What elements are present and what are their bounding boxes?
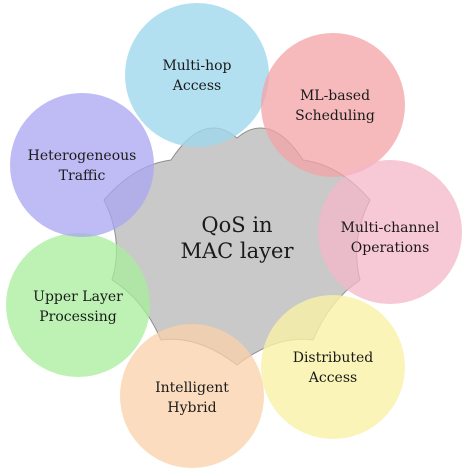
- label-heterogeneous-line1: Heterogeneous: [28, 148, 137, 164]
- label-multi-channel-line2: Operations: [351, 240, 430, 256]
- label-ml-scheduling-line2: Scheduling: [295, 108, 375, 124]
- label-heterogeneous-line2: Traffic: [59, 168, 106, 184]
- satellite-circle-heterogeneous: [10, 93, 154, 237]
- label-intelligent-hybrid-line1: Intelligent: [155, 380, 229, 396]
- label-ml-scheduling-line1: ML-based: [300, 88, 370, 104]
- satellite-circle-upper-layer: [6, 233, 150, 377]
- satellite-circle-distributed: [261, 295, 405, 439]
- label-distributed-line2: Access: [308, 370, 357, 386]
- center-title-line1: QoS in: [201, 213, 272, 237]
- center-title-line2: MAC layer: [181, 239, 295, 263]
- satellite-circle-intelligent-hybrid: [120, 324, 264, 468]
- satellite-circle-multi-hop: [125, 3, 269, 147]
- label-multi-channel-line1: Multi-channel: [341, 220, 440, 236]
- label-distributed-line1: Distributed: [293, 350, 374, 366]
- label-upper-layer-line2: Processing: [39, 309, 117, 325]
- satellite-circle-ml-scheduling: [261, 33, 405, 177]
- label-intelligent-hybrid-line2: Hybrid: [167, 400, 216, 416]
- label-multi-hop-line1: Multi-hop: [162, 58, 231, 74]
- satellite-circle-multi-channel: [318, 160, 462, 304]
- label-multi-hop-line2: Access: [172, 78, 221, 94]
- label-upper-layer-line1: Upper Layer: [33, 289, 123, 305]
